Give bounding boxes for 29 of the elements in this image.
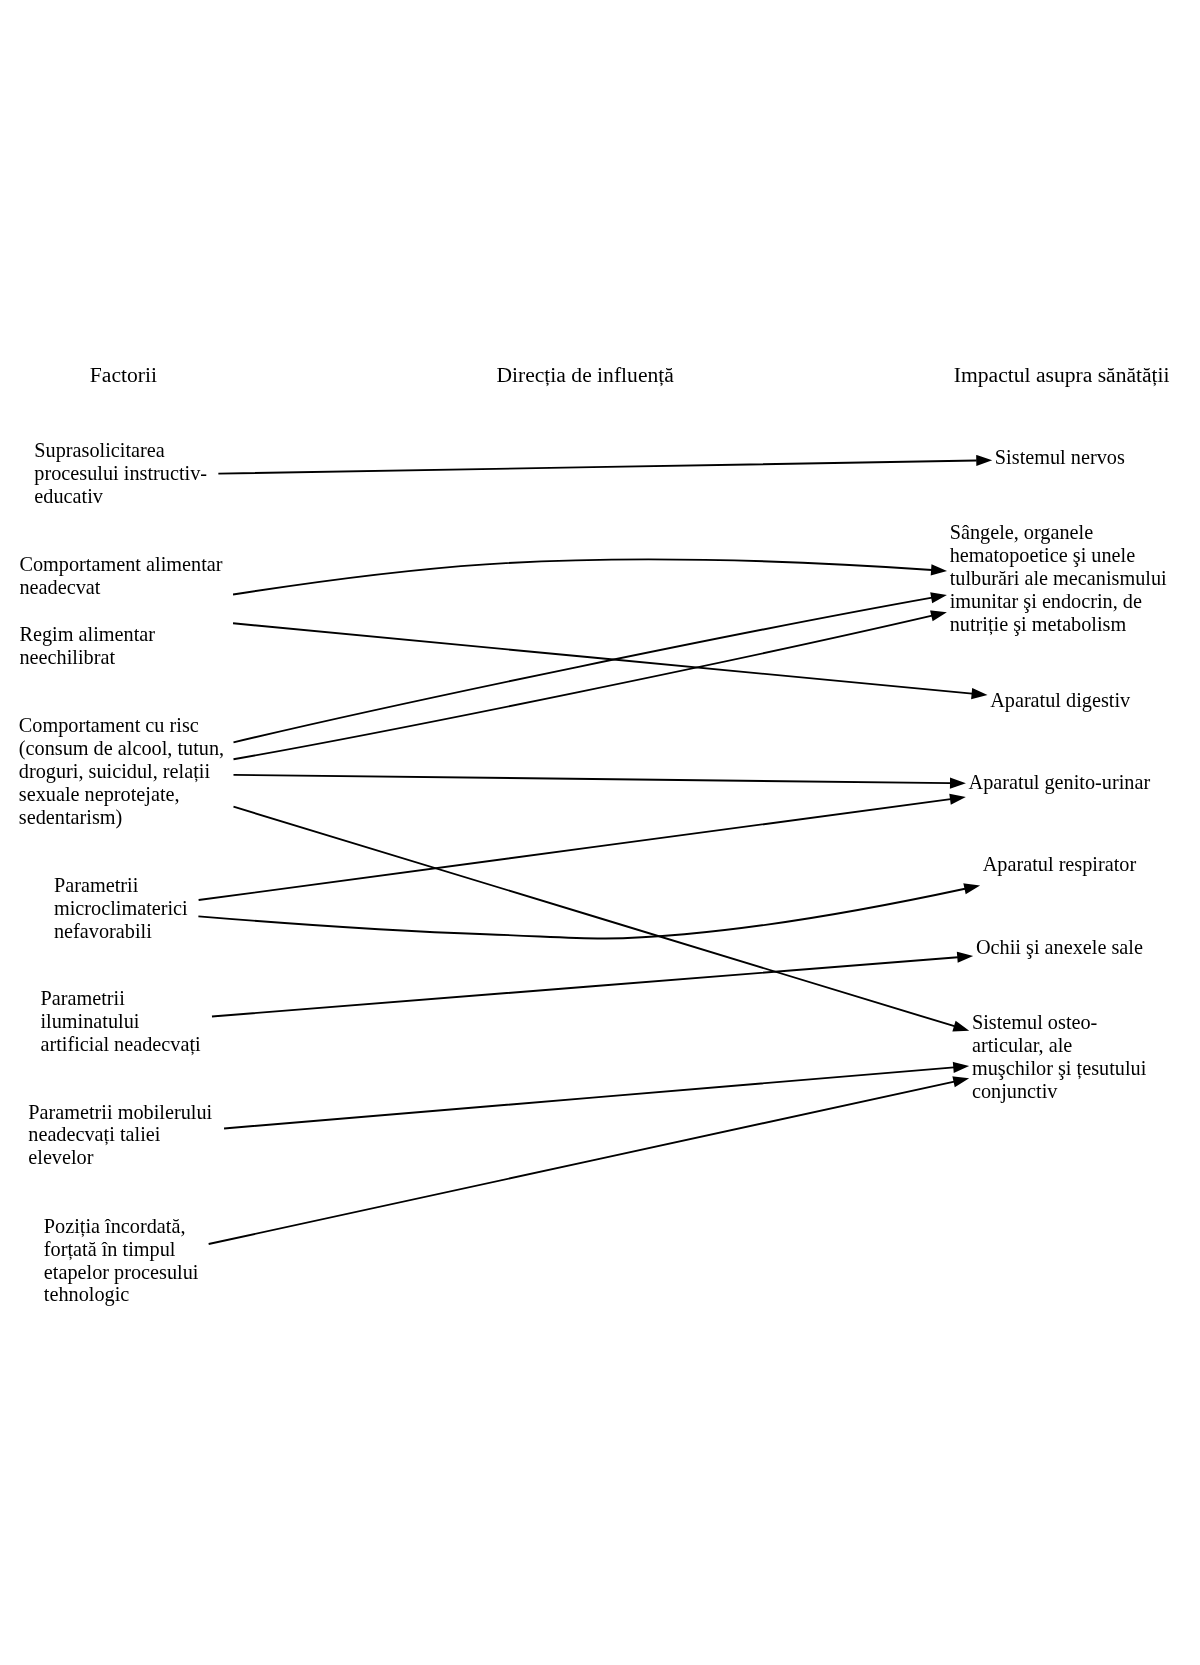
label: Direcția de influență [496,362,674,387]
node-text: Sângele, organele hematopoetice şi unele tulburări ale mecanismului imunitar şi endocrin, de nutriție şi metabolism [949,520,1167,635]
arrow [232,591,947,743]
node-text: Parametrii microclimaterici nefavorabili [53,873,188,942]
node-text: Sistemul nervos [994,445,1125,468]
node-text: Aparatul respirator [982,852,1137,875]
node-text: Comportament cu risc (consum de alcool, tutun, droguri, suicidul, relații sexuale neprotejate, sedentarism) [18,713,225,828]
node-text: Sistemul osteo-articular, ale muşchilor şi țesutului conjunctiv [971,1010,1147,1102]
arrow [217,454,993,475]
arrow [232,558,947,595]
arrow [232,805,970,1031]
arrow [223,1061,970,1129]
arrow [232,773,966,789]
arrow [207,1075,970,1245]
node-text: Suprasolicitarea procesului instructiv-educativ [34,438,208,507]
node-text: Comportament alimentar neadecvat Regim alimentar neechilibrat [19,552,223,668]
label: Factorii [89,362,158,387]
node-text: Aparatul digestiv [990,688,1131,711]
node-text: Poziția încordată, forțată în timpul etapelor procesului tehnologic [43,1214,199,1305]
arrow [211,951,974,1017]
arrow [232,609,947,760]
node-text: Ochii şi anexele sale [975,935,1143,958]
arrow [197,793,966,901]
node-text: Aparatul genito-urinar [968,770,1151,793]
arrow [197,882,981,939]
node-text: Parametrii mobilerului neadecvați taliei elevelor [28,1100,213,1168]
label: Impactul asupra sănătății [953,362,1170,387]
arrow [232,621,988,699]
node-text: Parametrii iluminatului artificial neadecvați [40,986,201,1055]
